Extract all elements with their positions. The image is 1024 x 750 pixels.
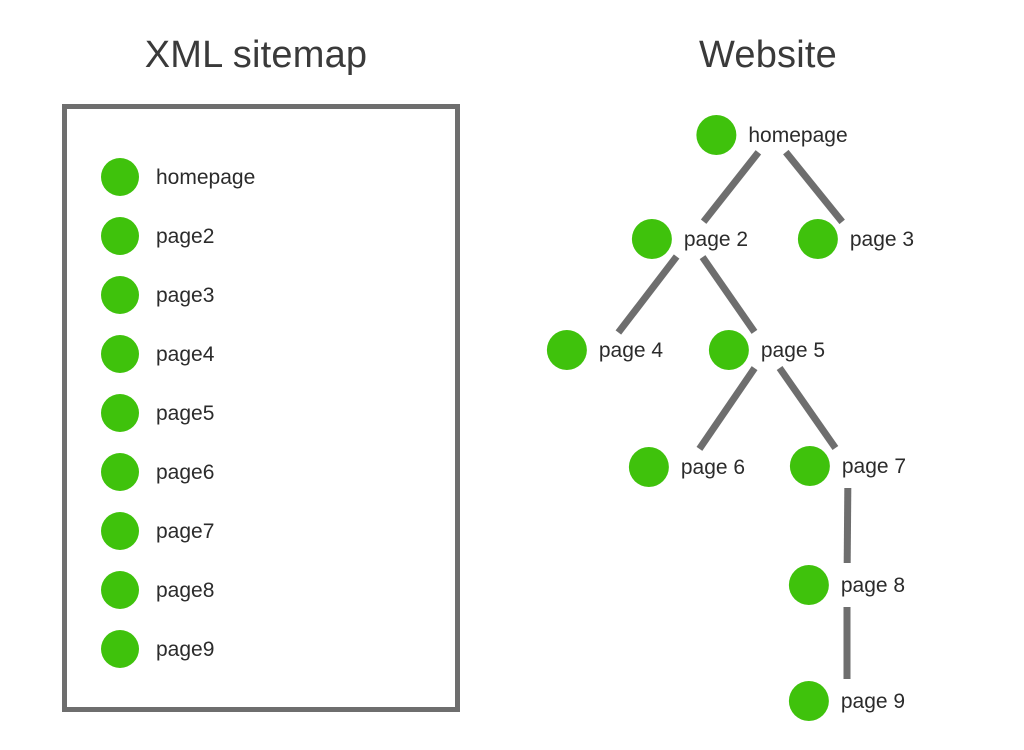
page-node-icon — [101, 394, 139, 432]
tree-edge — [843, 487, 852, 564]
sitemap-list-item-label: page9 — [156, 637, 215, 661]
tree-edge — [696, 366, 758, 451]
page-node-icon — [101, 453, 139, 491]
tree-node-page2[interactable]: page 2 — [631, 219, 749, 259]
sitemap-list-item-label: page5 — [156, 401, 215, 425]
page-node-icon — [101, 571, 139, 609]
tree-node-page6[interactable]: page 6 — [628, 447, 746, 487]
page-node-icon — [546, 330, 587, 370]
tree-edge — [699, 255, 758, 334]
tree-node-label: page 9 — [840, 689, 906, 713]
sitemap-list-item[interactable]: page6 — [101, 453, 214, 491]
sitemap-list-item[interactable]: page4 — [101, 335, 214, 373]
sitemap-list-item[interactable]: homepage — [101, 158, 255, 196]
sitemap-list-item[interactable]: page8 — [101, 571, 214, 609]
sitemap-list-item-label: homepage — [156, 165, 256, 189]
sitemap-list-item-label: page6 — [156, 460, 215, 484]
tree-node-page9[interactable]: page 9 — [788, 681, 906, 721]
tree-node-page8[interactable]: page 8 — [788, 565, 906, 605]
sitemap-list-item-label: page8 — [156, 578, 215, 602]
sitemap-list-item[interactable]: page2 — [101, 217, 214, 255]
page-node-icon — [101, 217, 139, 255]
page-node-icon — [797, 219, 838, 259]
tree-edge — [776, 366, 839, 450]
sitemap-list-item-label: page2 — [156, 224, 215, 248]
tree-node-page3[interactable]: page 3 — [797, 219, 915, 259]
sitemap-list-item[interactable]: page5 — [101, 394, 214, 432]
sitemap-list-item-label: page7 — [156, 519, 215, 543]
tree-node-label: page 5 — [760, 338, 826, 362]
tree-node-label: page 4 — [598, 338, 664, 362]
page-node-icon — [101, 512, 139, 550]
page-node-icon — [788, 565, 829, 605]
tree-node-page7[interactable]: page 7 — [789, 446, 907, 486]
sitemap-list-item[interactable]: page9 — [101, 630, 214, 668]
sitemap-list-item-label: page4 — [156, 342, 215, 366]
tree-node-page4[interactable]: page 4 — [546, 330, 664, 370]
page-node-icon — [788, 681, 829, 721]
sitemap-list-item[interactable]: page3 — [101, 276, 214, 314]
page-node-icon — [101, 276, 139, 314]
page-node-icon — [708, 330, 749, 370]
tree-node-label: page 7 — [841, 454, 907, 478]
page-node-icon — [101, 630, 139, 668]
page-node-icon — [789, 446, 830, 486]
tree-node-label: page 8 — [840, 573, 906, 597]
page-node-icon — [628, 447, 669, 487]
page-node-icon — [631, 219, 672, 259]
page-node-icon — [101, 335, 139, 373]
sitemap-panel-title: XML sitemap — [144, 34, 368, 76]
tree-edge — [783, 149, 845, 225]
tree-node-label: page 3 — [849, 227, 915, 251]
tree-node-label: page 2 — [683, 227, 749, 251]
tree-edge — [700, 150, 762, 224]
tree-node-label: page 6 — [680, 455, 746, 479]
sitemap-list-item-label: page3 — [156, 283, 215, 307]
tree-node-homepage[interactable]: homepage — [696, 115, 848, 155]
tree-node-label: homepage — [748, 123, 848, 147]
sitemap-list-item[interactable]: page7 — [101, 512, 214, 550]
tree-edge — [615, 254, 680, 335]
page-node-icon — [696, 115, 737, 155]
page-node-icon — [101, 158, 139, 196]
tree-node-page5[interactable]: page 5 — [708, 330, 826, 370]
sitemap-box: homepage page2 page3 page4 page5 page6 page7 pa… — [62, 104, 460, 712]
website-panel-title: Website — [699, 34, 837, 76]
